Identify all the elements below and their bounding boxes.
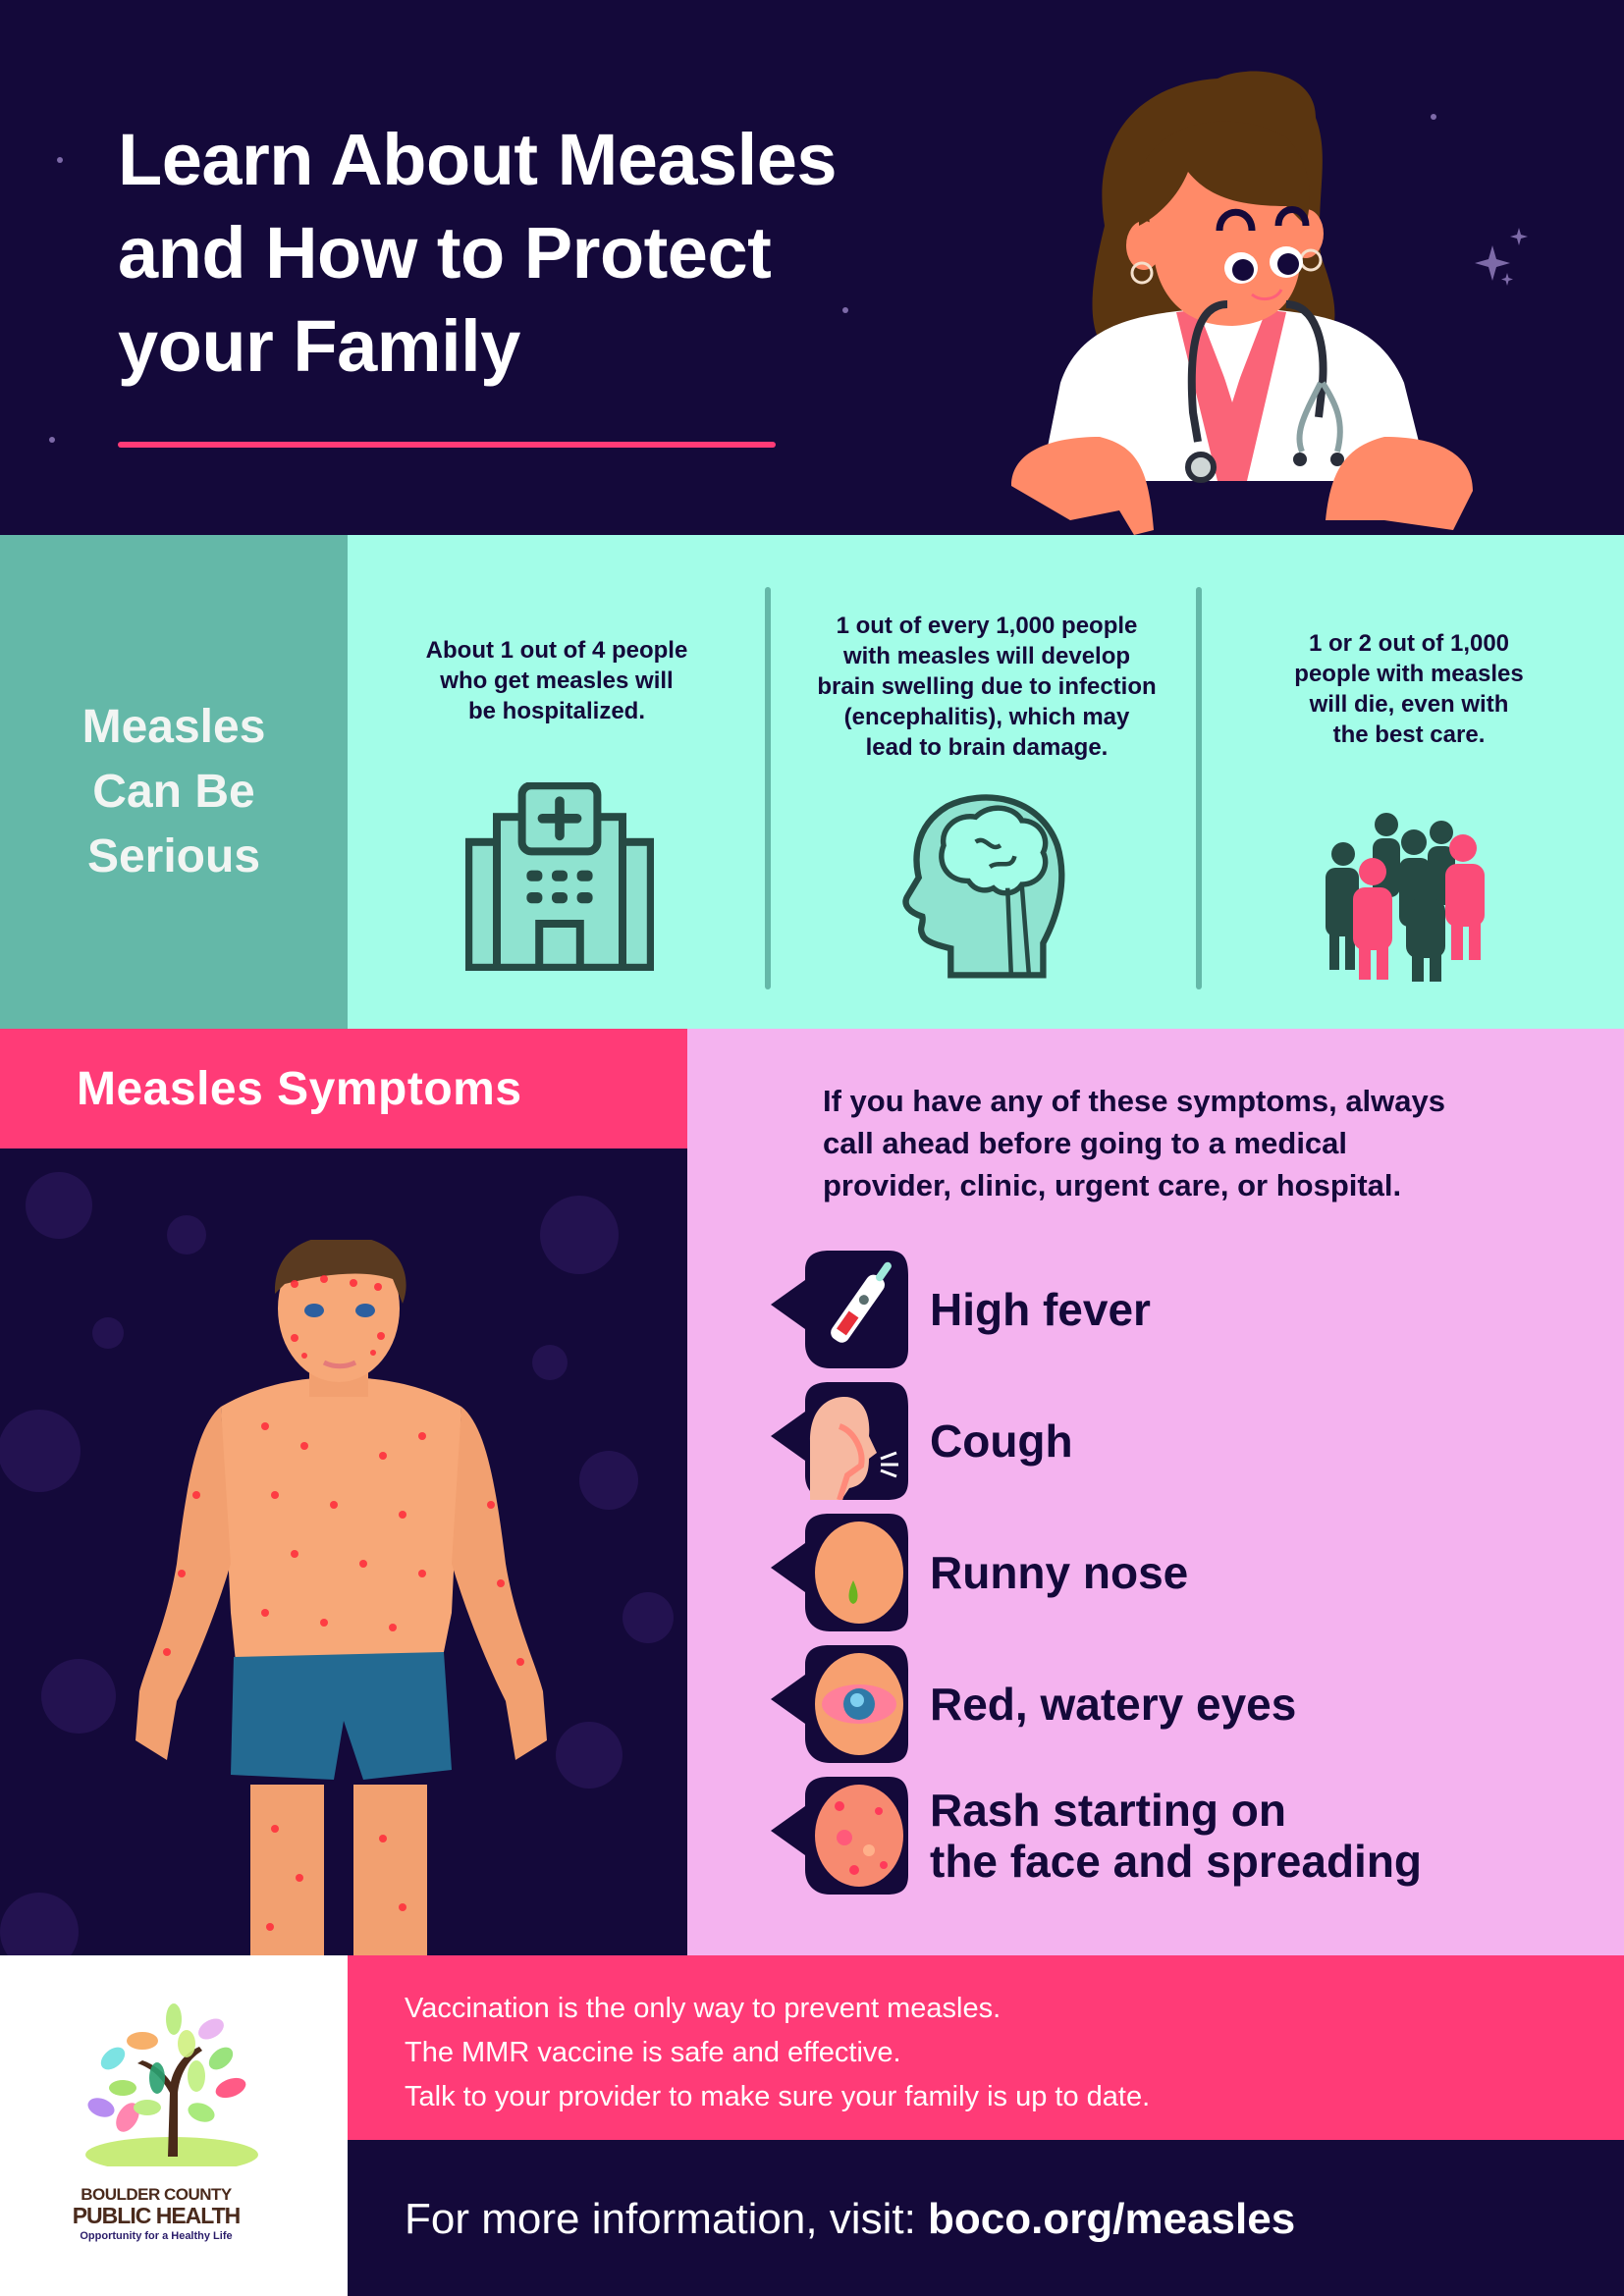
page-title: Learn About Measles and How to Protect y… bbox=[118, 113, 1060, 393]
symptom-line: Runny nose bbox=[930, 1547, 1189, 1598]
logo-name-line2: PUBLIC HEALTH bbox=[72, 2203, 242, 2228]
hospital-icon bbox=[465, 782, 654, 971]
symptom-label: Rash starting on the face and spreading bbox=[930, 1785, 1422, 1887]
title-line: and How to Protect bbox=[118, 212, 772, 294]
more-info-text: For more information, visit: boco.org/me… bbox=[405, 2195, 1295, 2244]
symptom-label: Runny nose bbox=[930, 1547, 1188, 1598]
runny-nose-icon bbox=[771, 1514, 908, 1631]
stat-line: who get measles will bbox=[440, 667, 674, 694]
symptoms-heading: Measles Symptoms bbox=[77, 1062, 522, 1115]
stat-line: 1 out of every 1,000 people bbox=[836, 613, 1138, 639]
stat-line: (encephalitis), which may bbox=[843, 704, 1130, 730]
vaccination-line: Vaccination is the only way to prevent m… bbox=[405, 1993, 1001, 2024]
symptom-label: Red, watery eyes bbox=[930, 1679, 1296, 1730]
logo-panel bbox=[0, 1955, 348, 2296]
symptoms-section: Measles Symptoms bbox=[0, 1029, 1624, 1955]
intro-line: If you have any of these symptoms, alway… bbox=[823, 1084, 1446, 1118]
tree-logo-icon bbox=[85, 2003, 258, 2166]
cough-icon bbox=[771, 1382, 908, 1500]
symptom-label: High fever bbox=[930, 1284, 1151, 1335]
serious-sidebar: Measles Can Be Serious bbox=[0, 535, 348, 1029]
symptom-line: Red, watery eyes bbox=[930, 1679, 1297, 1730]
intro-line: provider, clinic, urgent care, or hospit… bbox=[823, 1168, 1402, 1202]
red-eye-icon bbox=[771, 1645, 908, 1763]
symptom-line: High fever bbox=[930, 1284, 1151, 1335]
serious-heading: Measles Can Be Serious bbox=[82, 695, 266, 889]
child-with-rash-illustration bbox=[135, 1240, 547, 1955]
more-info-band: For more information, visit: boco.org/me… bbox=[348, 2140, 1624, 2296]
symptom-line: the face and spreading bbox=[930, 1836, 1423, 1887]
heading-line: Can Be bbox=[92, 765, 255, 818]
stat-encephalitis-text: 1 out of every 1,000 people with measles… bbox=[785, 611, 1188, 763]
stat-line: About 1 out of 4 people bbox=[425, 637, 688, 664]
more-info-prefix: For more information, visit: bbox=[405, 2195, 929, 2243]
virus-pattern-background bbox=[0, 1172, 674, 1955]
star-dot bbox=[49, 437, 55, 443]
rash-icon bbox=[771, 1777, 908, 1895]
doctor-illustration bbox=[1011, 71, 1473, 535]
sparkle-icon bbox=[1475, 228, 1528, 286]
symptom-item-red-eyes: Red, watery eyes bbox=[771, 1645, 1576, 1763]
intro-line: call ahead before going to a medical bbox=[823, 1126, 1348, 1160]
star-dot bbox=[842, 307, 848, 313]
stat-line: with measles will develop bbox=[842, 643, 1131, 669]
symptoms-heading-bar: Measles Symptoms bbox=[0, 1029, 687, 1148]
star-dot bbox=[57, 157, 63, 163]
serious-section: Measles Can Be Serious About 1 out of 4 … bbox=[0, 535, 1624, 1029]
stat-line: brain swelling due to infection bbox=[817, 673, 1157, 700]
header-section: Learn About Measles and How to Protect y… bbox=[0, 0, 1624, 535]
stat-line: the best care. bbox=[1332, 721, 1486, 748]
symptoms-intro: If you have any of these symptoms, alway… bbox=[823, 1080, 1569, 1206]
symptom-item-high-fever: High fever bbox=[771, 1251, 1576, 1368]
brain-head-icon bbox=[902, 794, 1065, 979]
title-line: your Family bbox=[118, 305, 520, 387]
heading-line: Measles bbox=[81, 700, 266, 753]
vaccination-message: Vaccination is the only way to prevent m… bbox=[405, 1987, 1150, 2119]
thermometer-icon bbox=[771, 1251, 908, 1368]
title-underline bbox=[118, 442, 776, 448]
star-dot bbox=[1431, 114, 1436, 120]
heading-line: Serious bbox=[86, 829, 261, 882]
logo-tagline: Opportunity for a Healthy Life bbox=[80, 2230, 233, 2242]
stat-death-text: 1 or 2 out of 1,000 people with measles … bbox=[1227, 628, 1591, 750]
stat-line: people with measles bbox=[1294, 661, 1524, 687]
column-divider bbox=[765, 587, 771, 989]
symptom-line: Rash starting on bbox=[930, 1785, 1286, 1836]
symptom-item-cough: Cough bbox=[771, 1382, 1576, 1500]
symptoms-list-panel: If you have any of these symptoms, alway… bbox=[687, 1029, 1624, 1955]
symptom-item-runny-nose: Runny nose bbox=[771, 1514, 1576, 1631]
symptom-label: Cough bbox=[930, 1415, 1073, 1467]
people-group-icon bbox=[1326, 813, 1485, 982]
stat-line: be hospitalized. bbox=[467, 698, 646, 724]
logo-name-line1: BOULDER COUNTY bbox=[81, 2185, 232, 2204]
vaccination-band: Vaccination is the only way to prevent m… bbox=[348, 1955, 1624, 2140]
symptoms-illustration-panel: Measles Symptoms bbox=[0, 1029, 687, 1955]
vaccination-line: The MMR vaccine is safe and effective. bbox=[405, 2037, 901, 2068]
stat-line: lead to brain damage. bbox=[865, 734, 1109, 761]
stat-line: will die, even with bbox=[1309, 691, 1509, 718]
symptom-line: Cough bbox=[930, 1415, 1073, 1467]
more-info-link[interactable]: boco.org/measles bbox=[928, 2195, 1296, 2243]
symptom-item-rash: Rash starting on the face and spreading bbox=[771, 1777, 1576, 1895]
stat-line: 1 or 2 out of 1,000 bbox=[1308, 630, 1510, 657]
vaccination-line: Talk to your provider to make sure your … bbox=[405, 2081, 1151, 2112]
stat-hospitalized-text: About 1 out of 4 people who get measles … bbox=[385, 635, 729, 726]
column-divider bbox=[1196, 587, 1202, 989]
title-line: Learn About Measles bbox=[118, 119, 838, 200]
